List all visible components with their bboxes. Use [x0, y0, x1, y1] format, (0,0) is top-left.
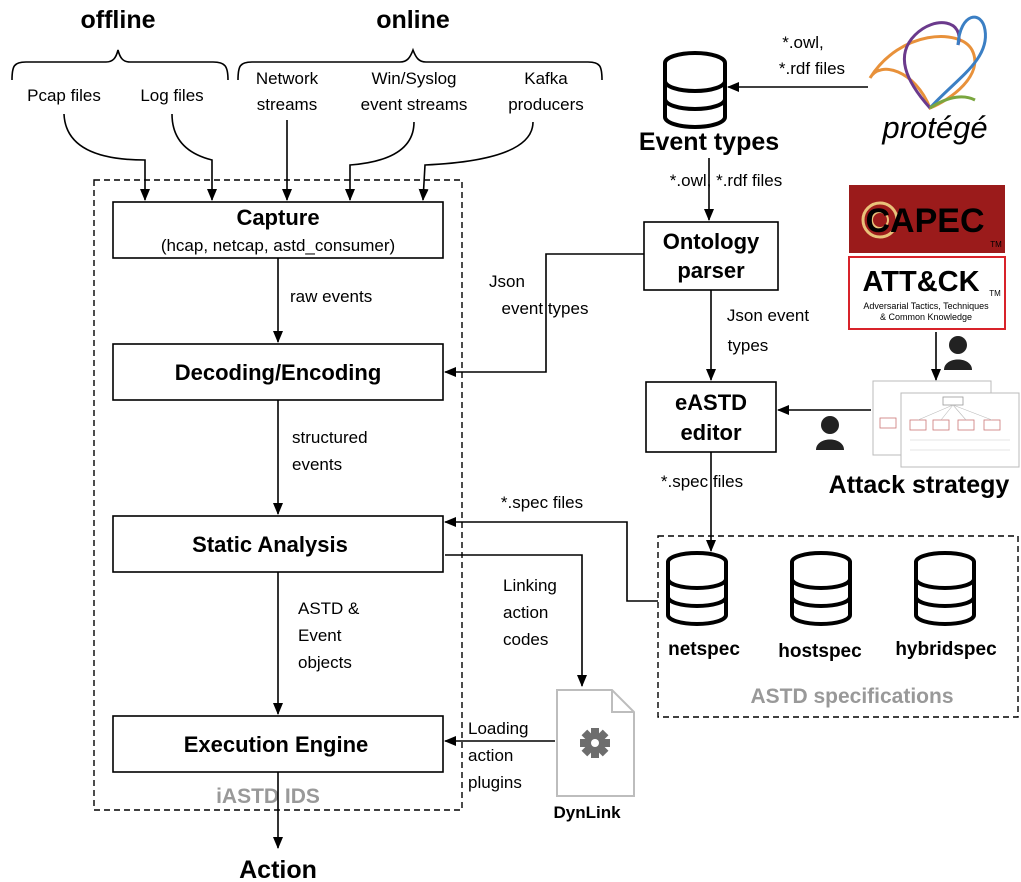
- protege-logo-icon: [868, 15, 987, 110]
- execution-engine-box: [112, 715, 444, 773]
- attack-strategy-documents: [872, 380, 1020, 468]
- attck-wordmark: ATT&CK: [862, 266, 979, 298]
- online-brace: [237, 47, 603, 81]
- static-analysis-box: [112, 515, 444, 573]
- json-event-types-right-1: Json event: [727, 306, 809, 325]
- analyst-person-icon: [944, 336, 972, 370]
- loading-label-3: plugins: [468, 773, 522, 792]
- editor-person-icon: [816, 416, 844, 450]
- iastd-ids-label: iASTD IDS: [216, 785, 320, 808]
- owl-files-label-1: *.owl,: [782, 33, 824, 52]
- gear-icon: [580, 728, 610, 758]
- capture-title: Capture: [236, 205, 319, 230]
- specs-to-static-arrow: [444, 517, 658, 602]
- log-files-label: Log files: [140, 86, 203, 105]
- astd-specifications-title: ASTD specifications: [750, 685, 953, 708]
- kafka-arrow: [418, 121, 534, 201]
- astd-objects-label-2: Event: [298, 626, 342, 645]
- structured-events-label-2: events: [292, 455, 342, 474]
- execution-engine-title: Execution Engine: [184, 732, 369, 757]
- event-types-title: Event types: [639, 128, 779, 156]
- kafka-producers-label-1: Kafka: [524, 69, 568, 88]
- astd-objects-label-1: ASTD &: [298, 599, 360, 618]
- spec-files-label-right: *.spec files: [661, 472, 743, 491]
- eastd-editor-box: [645, 381, 777, 453]
- netspec-label: netspec: [668, 639, 740, 660]
- eastd-editor-title-2: editor: [680, 420, 742, 445]
- capec-logo: CAPEC TM: [849, 185, 1005, 253]
- json-event-types-left-1: Json: [489, 272, 525, 291]
- decoding-title: Decoding/Encoding: [175, 360, 382, 385]
- hostspec-label: hostspec: [778, 641, 862, 662]
- raw-events-label: raw events: [290, 287, 372, 306]
- netspec-database-icon: [666, 551, 728, 626]
- offline-heading: offline: [81, 6, 156, 34]
- network-streams-label-2: streams: [257, 95, 317, 114]
- event-types-database-icon: [663, 51, 727, 129]
- pcap-files-label: Pcap files: [27, 86, 101, 105]
- astd-specifications-container: [657, 535, 1019, 718]
- hybridspec-label: hybridspec: [895, 639, 997, 660]
- action-label: Action: [239, 856, 317, 882]
- astd-objects-label-3: objects: [298, 653, 352, 672]
- linking-label-2: action: [503, 603, 548, 622]
- pcap-arrow: [63, 113, 150, 201]
- capture-subtitle: (hcap, netcap, astd_consumer): [161, 236, 395, 255]
- linking-label-3: codes: [503, 630, 548, 649]
- static-analysis-title: Static Analysis: [192, 532, 348, 557]
- syslog-arrow: [345, 121, 415, 201]
- linking-label-1: Linking: [503, 576, 557, 595]
- capec-wordmark: CAPEC: [865, 202, 984, 240]
- owl-files-label-2: *.rdf files: [779, 59, 845, 78]
- spec-files-label-left: *.spec files: [501, 493, 583, 512]
- parser-to-decoding-arrow: [444, 253, 644, 377]
- attck-subtitle-1: Adversarial Tactics, Techniques: [863, 301, 989, 311]
- protege-wordmark: protégé: [881, 110, 987, 145]
- online-heading: online: [376, 6, 450, 34]
- hostspec-database-icon: [790, 551, 852, 626]
- syslog-streams-label-2: event streams: [361, 95, 468, 114]
- ontology-parser-title-2: parser: [677, 258, 745, 283]
- loading-label-1: Loading: [468, 719, 529, 738]
- syslog-streams-label-1: Win/Syslog: [371, 69, 456, 88]
- json-event-types-left-2: event types: [502, 299, 589, 318]
- kafka-producers-label-2: producers: [508, 95, 584, 114]
- decoding-box: [112, 343, 444, 401]
- dynlink-label: DynLink: [553, 803, 621, 822]
- json-event-types-right-2: types: [728, 336, 769, 355]
- eastd-editor-title-1: eASTD: [675, 390, 747, 415]
- ontology-parser-title-1: Ontology: [663, 229, 760, 254]
- static-to-dynlink-arrow: [445, 554, 587, 687]
- log-arrow: [171, 113, 217, 201]
- attck-tm: TM: [989, 289, 1001, 298]
- loading-label-2: action: [468, 746, 513, 765]
- attck-logo: ATT&CK TM Adversarial Tactics, Technique…: [848, 256, 1006, 330]
- dynlink-plugin-file-icon: [556, 689, 635, 797]
- attck-subtitle-2: & Common Knowledge: [880, 312, 972, 322]
- ontology-parser-box: [643, 221, 779, 291]
- attack-strategy-label: Attack strategy: [829, 471, 1010, 499]
- capec-tm: TM: [990, 240, 1002, 249]
- capture-box: [112, 201, 444, 259]
- network-streams-label-1: Network: [256, 69, 319, 88]
- offline-brace: [11, 49, 229, 81]
- structured-events-label-1: structured: [292, 428, 368, 447]
- owl-rdf-label: *.owl, *.rdf files: [670, 171, 782, 190]
- hybridspec-database-icon: [914, 551, 976, 626]
